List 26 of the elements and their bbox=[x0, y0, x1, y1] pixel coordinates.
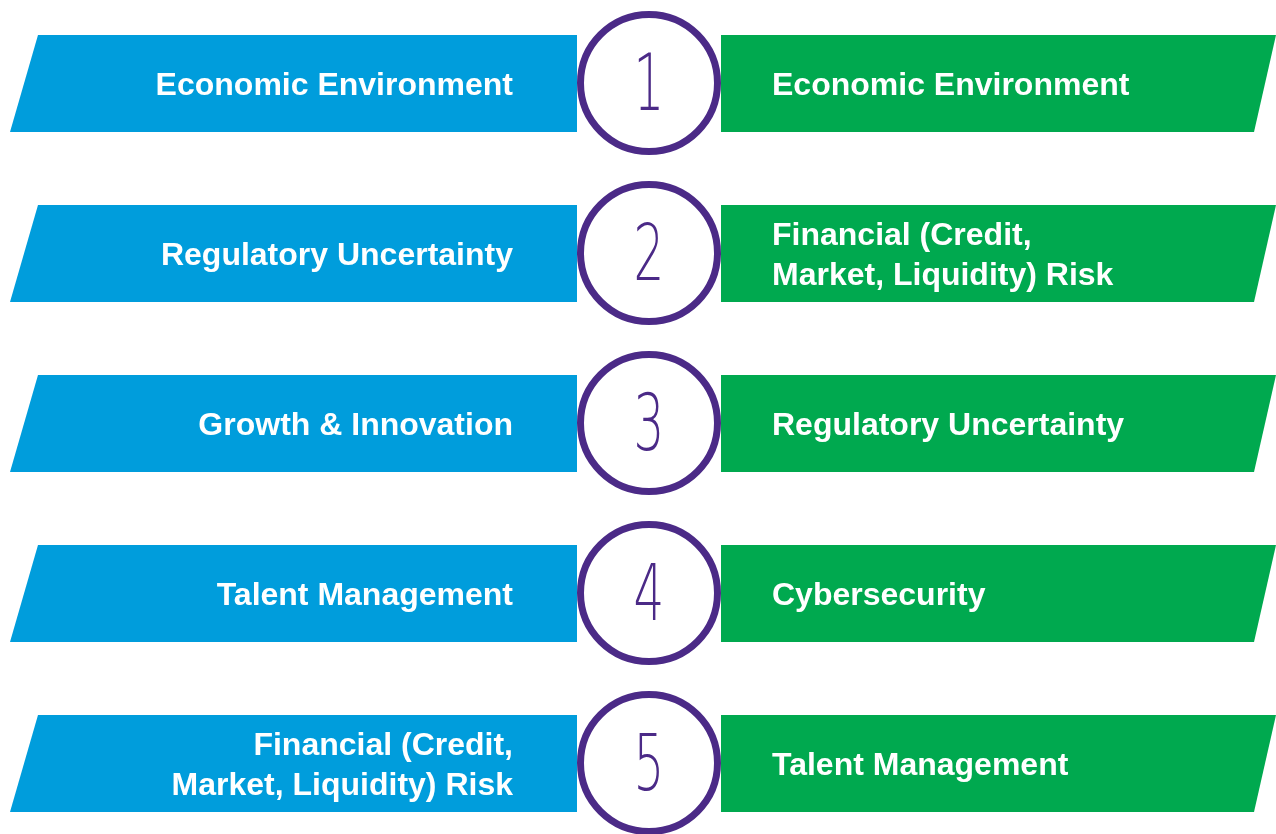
ranking-banner bbox=[721, 715, 1276, 812]
ranking-banner bbox=[721, 205, 1276, 302]
ranking-banner bbox=[10, 375, 577, 472]
banner-text: Economic Environment bbox=[772, 64, 1130, 104]
rank-number: 3 bbox=[633, 384, 665, 462]
banner-text: Regulatory Uncertainty bbox=[772, 404, 1125, 444]
rank-number: 1 bbox=[633, 44, 665, 122]
rank-number: 2 bbox=[633, 214, 665, 292]
banner-text: Financial (Credit, Market, Liquidity) Risk bbox=[772, 214, 1115, 294]
number-circle bbox=[577, 691, 721, 834]
ranking-banner bbox=[721, 545, 1276, 642]
banner-text: Financial (Credit, Market, Liquidity) Risk bbox=[170, 724, 513, 804]
banner-text: Economic Environment bbox=[155, 64, 513, 104]
banner-text: Regulatory Uncertainty bbox=[160, 234, 513, 274]
ranking-banner bbox=[10, 545, 577, 642]
banner-text: Growth & Innovation bbox=[198, 404, 513, 444]
ranking-banner bbox=[10, 715, 577, 812]
ranking-banner bbox=[10, 205, 577, 302]
ranking-banner bbox=[10, 35, 577, 132]
banner-text: Talent Management bbox=[772, 744, 1069, 784]
rank-number: 5 bbox=[633, 724, 665, 802]
banner-text: Cybersecurity bbox=[772, 574, 986, 614]
rank-number: 4 bbox=[633, 554, 665, 632]
banner-text: Talent Management bbox=[216, 574, 513, 614]
ranking-banner bbox=[721, 35, 1276, 132]
ranking-banner bbox=[721, 375, 1276, 472]
